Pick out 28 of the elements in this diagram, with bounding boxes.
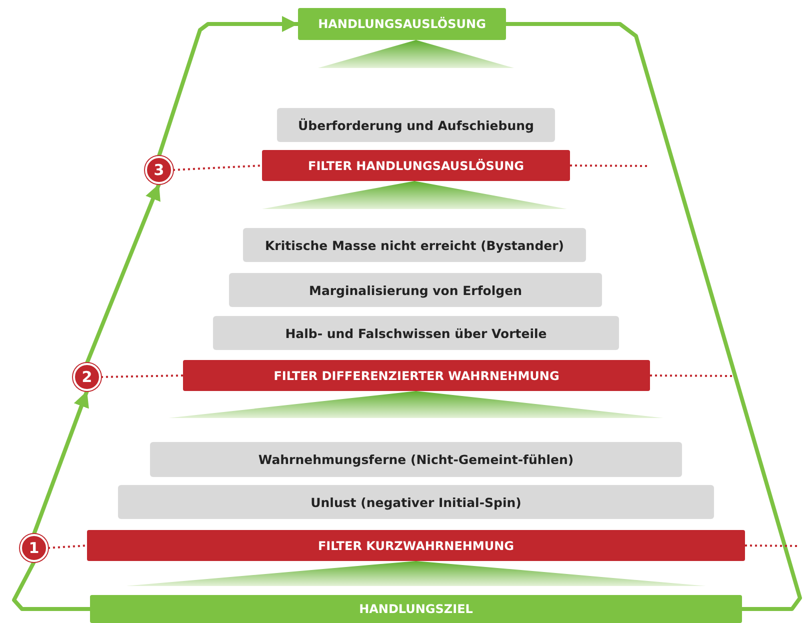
dotted-line [650,374,735,377]
filter-box: FILTER KURZWAHRNEHMUNG [87,530,745,561]
arrow-line [32,390,89,535]
connector-line [12,561,90,611]
step-number-circle: 1 [20,534,48,562]
dotted-line [100,374,184,378]
dotted-line [48,544,88,549]
goal-box: HANDLUNGSAUSLÖSUNG [298,8,506,40]
chevron-arrow [262,181,567,209]
barrier-box: Marginalisierung von Erfolgen [229,273,602,307]
arrow-line [157,16,298,157]
arrow-line [85,183,161,364]
barrier-box: Halb- und Falschwissen über Vorteile [213,316,619,350]
step-number-circle: 2 [73,363,101,391]
dotted-line [172,164,262,171]
dotted-line [570,164,648,167]
filter-box: FILTER HANDLUNGSAUSLÖSUNG [262,150,570,181]
chevron-arrow [318,40,514,68]
barrier-box: Kritische Masse nicht erreicht (Bystander) [243,228,586,262]
chevron-arrow [168,391,664,418]
chevron-arrow [126,561,706,586]
filter-box: FILTER DIFFERENZIERTER WAHRNEHMUNG [183,360,650,391]
barrier-box: Unlust (negativer Initial-Spin) [118,485,714,519]
goal-box: HANDLUNGSZIEL [90,595,742,623]
barrier-box: Überforderung und Aufschiebung [277,108,555,142]
step-number-circle: 3 [145,156,173,184]
connector-line [506,22,802,611]
barrier-box: Wahrnehmungsferne (Nicht-Gemeint-fühlen) [150,442,682,477]
